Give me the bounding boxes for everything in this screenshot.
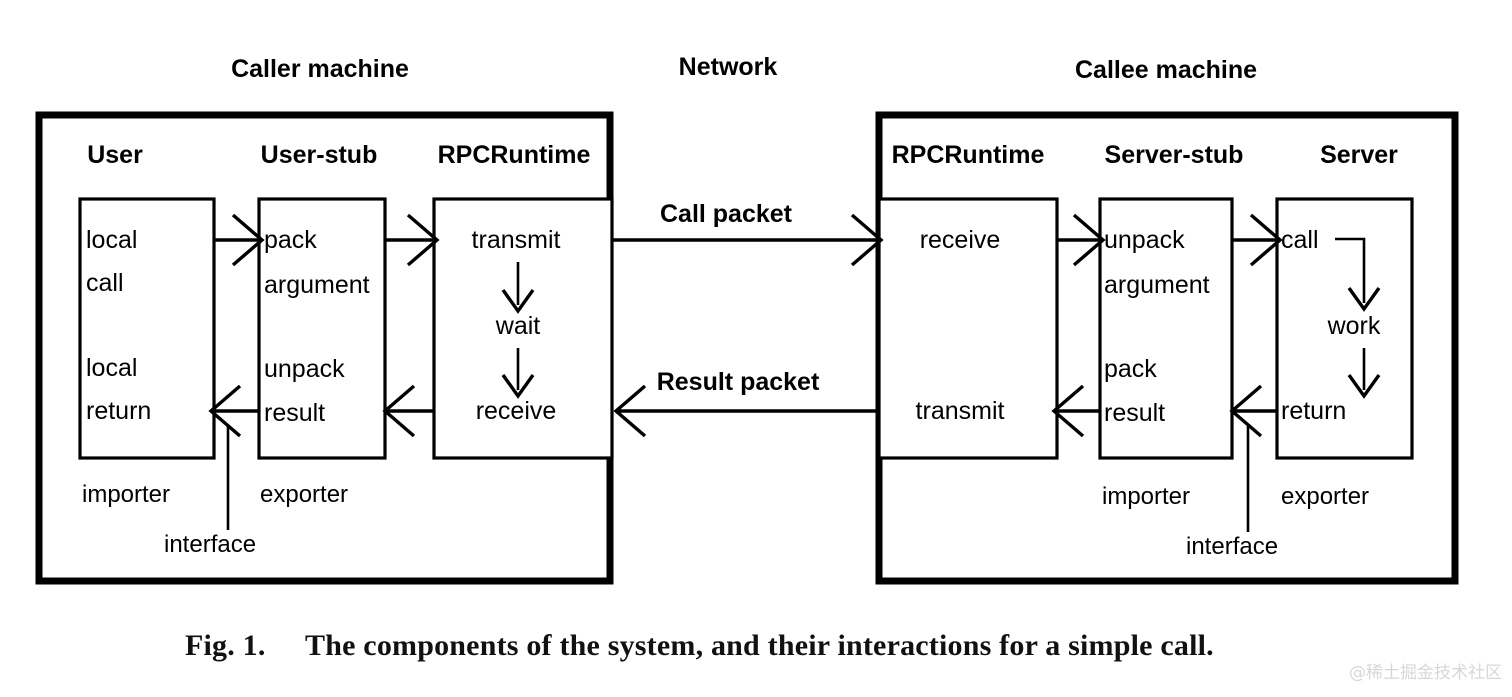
step-userstub-argument: argument xyxy=(264,271,370,299)
box-user[interactable] xyxy=(78,197,216,460)
role-label-caller-exporter: exporter xyxy=(260,481,348,508)
arrow-result-packet xyxy=(613,384,876,438)
role-label-callee-importer: importer xyxy=(1102,483,1190,510)
step-server-work: work xyxy=(1327,312,1381,340)
column-header-rpcruntime-caller: RPCRuntime xyxy=(438,141,591,169)
arrow-serverstub-to-server xyxy=(1232,213,1283,267)
step-user-local-return-1: local xyxy=(86,354,137,382)
step-rpc-callee-transmit: transmit xyxy=(916,397,1005,425)
step-user-local-call-2: call xyxy=(86,269,124,297)
step-rpc-callee-receive: receive xyxy=(920,226,1001,254)
column-header-user: User xyxy=(87,141,143,169)
caption-number: Fig. 1. xyxy=(185,629,266,662)
caption-text: The components of the system, and their … xyxy=(305,629,1214,662)
column-header-server-stub: Server-stub xyxy=(1105,141,1244,169)
column-header-server: Server xyxy=(1320,141,1398,169)
step-user-local-call-1: local xyxy=(86,226,137,254)
arrow-rpcruntime-to-serverstub xyxy=(1057,213,1106,267)
step-userstub-unpack: unpack xyxy=(264,355,345,383)
box-user-stub[interactable] xyxy=(257,197,387,460)
box-server[interactable] xyxy=(1275,197,1414,460)
box-rpcruntime-callee[interactable] xyxy=(877,197,1059,460)
step-serverstub-result: result xyxy=(1104,399,1165,427)
arrow-server-to-serverstub xyxy=(1229,384,1277,438)
step-rpc-caller-wait: wait xyxy=(495,312,541,340)
column-header-rpcruntime-callee: RPCRuntime xyxy=(892,141,1045,169)
flow-arrow-wait-to-receive xyxy=(501,348,535,399)
step-server-call: call xyxy=(1281,226,1319,254)
box-server-stub[interactable] xyxy=(1098,197,1234,460)
interface-label-callee: interface xyxy=(1186,533,1278,560)
step-rpc-caller-receive: receive xyxy=(476,397,557,425)
label-call-packet: Call packet xyxy=(660,200,793,228)
step-server-return: return xyxy=(1281,397,1346,425)
step-serverstub-argument: argument xyxy=(1104,271,1210,299)
arrow-serverstub-to-rpcruntime xyxy=(1051,384,1100,438)
column-header-user-stub: User-stub xyxy=(261,141,378,169)
step-serverstub-unpack: unpack xyxy=(1104,226,1185,254)
arrow-user-to-userstub xyxy=(214,213,265,267)
interface-label-caller: interface xyxy=(164,531,256,558)
role-label-callee-exporter: exporter xyxy=(1281,483,1369,510)
caller-machine-title: Caller machine xyxy=(231,55,409,83)
arrow-userstub-to-rpcruntime xyxy=(385,213,440,267)
role-label-caller-importer: importer xyxy=(82,481,170,508)
box-rpcruntime-caller[interactable] xyxy=(432,197,614,460)
arrow-userstub-to-user xyxy=(208,384,259,438)
watermark: @稀土掘金技术社区 xyxy=(1349,663,1502,683)
arrow-call-packet xyxy=(613,213,884,267)
flow-arrow-call-to-work xyxy=(1335,237,1381,312)
step-user-local-return-2: return xyxy=(86,397,151,425)
label-result-packet: Result packet xyxy=(657,368,820,396)
flow-arrow-work-to-return xyxy=(1347,348,1381,399)
callee-machine-title: Callee machine xyxy=(1075,56,1257,84)
arrow-rpcruntime-to-userstub xyxy=(382,384,434,438)
step-userstub-pack: pack xyxy=(264,226,317,254)
flow-arrow-transmit-to-wait xyxy=(501,262,535,314)
step-serverstub-pack: pack xyxy=(1104,355,1157,383)
step-rpc-caller-transmit: transmit xyxy=(472,226,561,254)
network-title: Network xyxy=(679,53,778,81)
step-userstub-result: result xyxy=(264,399,325,427)
